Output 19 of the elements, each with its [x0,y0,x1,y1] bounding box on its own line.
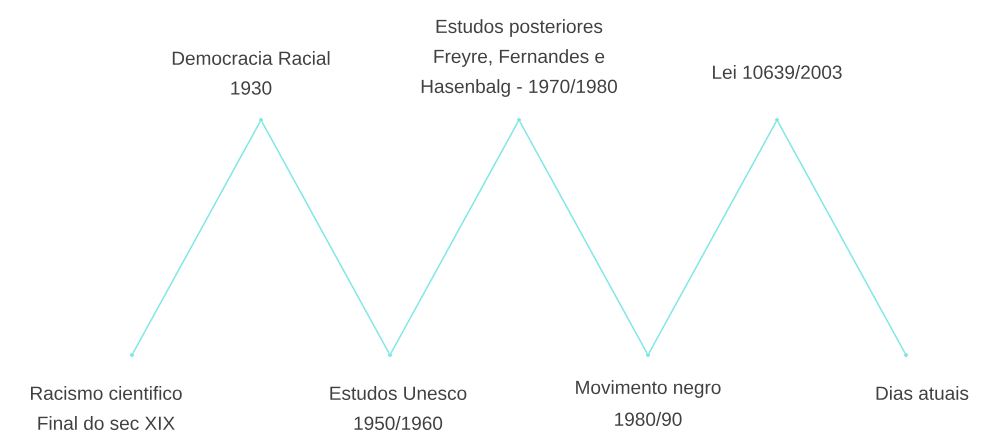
timeline-label: Freyre, Fernandes e [434,49,604,67]
timeline-label: 1930 [231,81,272,95]
timeline-line [132,122,261,354]
timeline-line [261,122,390,354]
timeline-label: Lei 10639/2003 [713,65,842,79]
timeline-line [390,122,519,354]
timeline-label: Estudos posteriores [436,19,602,37]
timeline-label: Movimento negro [576,380,721,398]
timeline-label: Racismo cientifico [31,386,182,400]
timeline-label: Estudos Unesco [330,386,466,400]
timeline-label: 1950/1960 [354,416,442,430]
timeline-line [648,122,777,354]
timeline-label: Final do sec XIX [38,416,175,430]
timeline-line [519,122,648,354]
timeline-label: Democracia Racial [172,51,330,65]
timeline-label: Hasenbalg - 1970/1980 [422,79,617,97]
timeline-label: 1980/90 [615,412,682,426]
timeline-label: Dias atuais [876,386,968,400]
timeline-line [777,122,906,354]
